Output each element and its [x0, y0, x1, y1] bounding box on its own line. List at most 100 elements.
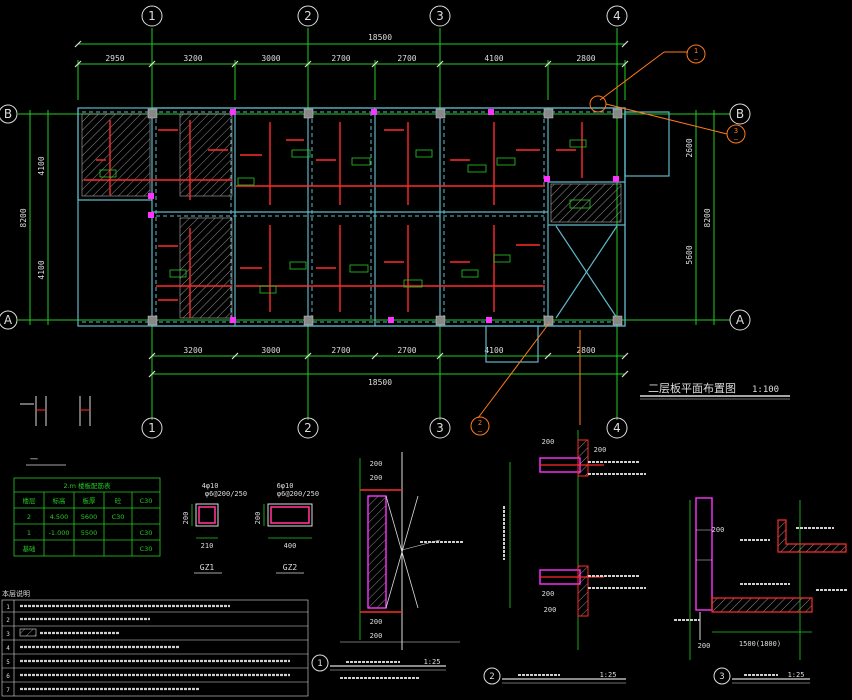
wall-junction-sketch	[20, 396, 91, 426]
callout-leaders	[470, 44, 746, 436]
note-number: 7	[6, 687, 10, 694]
hatched-regions	[81, 113, 622, 319]
grid-row-a-left: A	[4, 313, 13, 327]
table-cell: C30	[140, 545, 153, 553]
detail-3-dim: 200	[698, 642, 711, 650]
dim-top-6: 4100	[484, 54, 503, 63]
detail-3-dim: 200	[712, 526, 725, 534]
callout-2-sheet: —	[478, 427, 483, 435]
detail-1-number: 1	[317, 659, 322, 669]
dim-top-5: 2700	[397, 54, 416, 63]
detail-2-number: 2	[489, 672, 494, 682]
gz1-width: 210	[201, 542, 214, 550]
detail-1	[311, 452, 460, 672]
dim-bottom-1: 3200	[183, 346, 202, 355]
detail-1-dim: 200	[370, 474, 383, 482]
dim-top-1: 2950	[105, 54, 124, 63]
gz2-bars: 6φ10	[277, 482, 294, 490]
rebar-lines	[84, 120, 583, 318]
dim-bottom-5: 4100	[484, 346, 503, 355]
detail-1-dim: 200	[370, 632, 383, 640]
note-number: 4	[6, 645, 10, 652]
table-cell: C30	[140, 529, 153, 537]
beam-dashes	[82, 111, 621, 323]
note-number: 6	[6, 673, 10, 680]
table-cell: 1	[27, 529, 31, 537]
table-cell: 基础	[23, 544, 37, 553]
grid-row-b-left: B	[4, 107, 12, 121]
detail-3-dim: 1500(1800)	[739, 640, 781, 648]
grid-col-4-bottom: 4	[613, 421, 621, 435]
detail-2-dim: 200	[544, 606, 557, 614]
table-cell: C30	[140, 497, 153, 505]
detail-3-scale: 1:25	[788, 671, 805, 679]
note-text-strokes	[20, 604, 290, 691]
dimension-ticks	[74, 40, 629, 378]
detail-2-scale: 1:25	[600, 671, 617, 679]
plan-title: 二层板平面布置图	[648, 381, 736, 395]
callout-3-number: 3	[734, 127, 738, 135]
detail-1-scale: 1:25	[424, 658, 441, 666]
table-cell: 标高	[53, 496, 67, 505]
grid-col-1-top: 1	[148, 9, 156, 23]
detail-2	[483, 430, 626, 685]
table-cell: 楼层	[23, 496, 37, 505]
grid-col-3-top: 3	[436, 9, 444, 23]
gz2-depth: 200	[254, 512, 262, 525]
rebar-schedule-table	[13, 477, 161, 557]
note-number: 1	[6, 604, 10, 611]
dim-top-3: 3000	[261, 54, 280, 63]
detail-1-text-strokes	[340, 541, 464, 679]
dim-top-7: 2800	[576, 54, 595, 63]
table-cell: 板厚	[83, 496, 97, 505]
table-title: 2.m 楼板配筋表	[63, 481, 111, 490]
dim-right-1: 2600	[685, 138, 694, 157]
dim-right-overall: 8200	[703, 208, 712, 227]
detail-3	[689, 497, 847, 685]
gz2-ties: φ6@200/250	[277, 490, 319, 498]
gz2-width: 400	[284, 542, 297, 550]
table-cell: 砼	[115, 496, 122, 505]
callout-2-number: 2	[478, 419, 482, 427]
rebar-tags	[99, 139, 591, 294]
dim-bottom-6: 2800	[576, 346, 595, 355]
callout-1-number: 1	[694, 47, 698, 55]
dim-bottom-3: 2700	[331, 346, 350, 355]
note-number: 5	[6, 659, 10, 666]
detail-2-dim: 200	[594, 446, 607, 454]
dim-bottom-4: 2700	[397, 346, 416, 355]
dim-left-overall: 8200	[19, 208, 28, 227]
gz1-bars: 4φ10	[202, 482, 219, 490]
dim-top-2: 3200	[183, 54, 202, 63]
column-sections	[191, 503, 313, 539]
callout-1-sheet: —	[694, 55, 699, 63]
grid-col-4-top: 4	[613, 9, 621, 23]
dim-left-2: 4100	[37, 260, 46, 279]
col-section-title: 一	[30, 455, 38, 464]
dim-top-4: 2700	[331, 54, 350, 63]
callout-3-sheet: —	[734, 135, 739, 143]
dimension-lines	[29, 43, 715, 375]
dim-bottom-2: 3000	[261, 346, 280, 355]
dim-left-1: 4100	[37, 156, 46, 175]
grid-row-b-right: B	[736, 107, 744, 121]
grid-row-a-right: A	[736, 313, 745, 327]
note-number: 3	[6, 631, 10, 638]
detail-2-dim: 200	[542, 438, 555, 446]
table-cell: 5600	[81, 513, 98, 521]
magenta-markers	[148, 109, 619, 323]
gz1-ties: φ6@200/250	[205, 490, 247, 498]
dim-right-2: 5600	[685, 245, 694, 264]
detail-3-text-strokes	[674, 527, 848, 676]
detail-2-dim: 200	[542, 590, 555, 598]
detail-2-text-strokes	[503, 461, 646, 676]
table-cell: 4.500	[50, 513, 69, 521]
gz2-label: GZ2	[283, 563, 298, 572]
note-number: 2	[6, 617, 10, 624]
grid-bubbles	[0, 5, 751, 439]
grid-col-2-bottom: 2	[304, 421, 312, 435]
dim-total-bottom: 18500	[368, 378, 392, 387]
table-cell: C30	[112, 513, 125, 521]
notes-table	[1, 599, 309, 697]
